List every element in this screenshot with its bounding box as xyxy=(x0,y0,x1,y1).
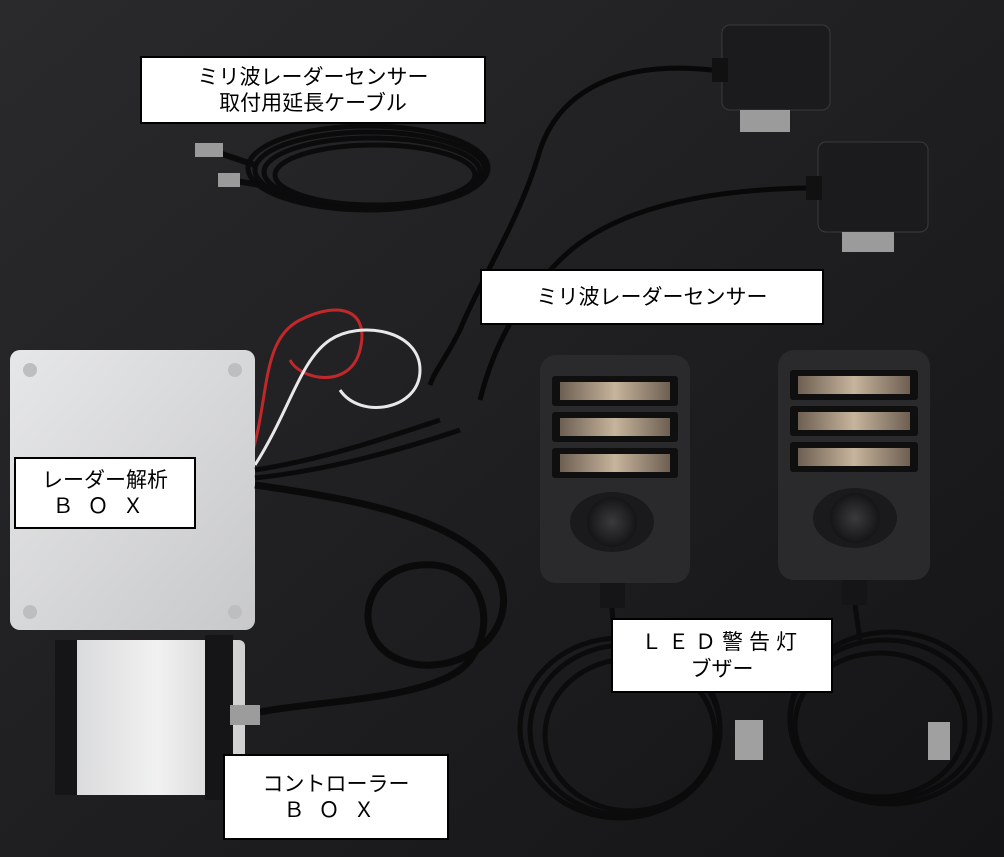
radar-sensor-top xyxy=(712,24,831,132)
connector-left xyxy=(735,720,763,760)
label-radar-sensor-line1: ミリ波レーダーセンサー xyxy=(536,284,768,309)
led-cable-coils xyxy=(517,604,993,821)
led-warning-light-right xyxy=(778,350,930,605)
label-led-buzzer-line2: ブザー xyxy=(690,656,754,681)
label-controller-box-line1: コントローラー xyxy=(262,771,410,796)
label-controller-box: コントローラー ＢＯＸ xyxy=(223,754,449,840)
controller-cable xyxy=(254,481,507,716)
label-led-buzzer: ＬＥＤ警告灯 ブザー xyxy=(611,618,833,693)
short-cables xyxy=(254,417,461,481)
label-controller-box-line2: ＢＯＸ xyxy=(283,798,389,822)
sensor-cables xyxy=(427,65,807,401)
label-analysis-box-line1: レーダー解析 xyxy=(42,467,168,492)
label-radar-sensor: ミリ波レーダーセンサー xyxy=(480,269,824,325)
controller-box xyxy=(55,635,260,800)
label-analysis-box-line2: ＢＯＸ xyxy=(52,494,158,518)
label-extension-cable-line1: ミリ波レーダーセンサー xyxy=(197,64,429,89)
radar-sensor-bottom xyxy=(806,141,929,252)
label-led-buzzer-line1: ＬＥＤ警告灯 xyxy=(641,630,803,655)
label-extension-cable: ミリ波レーダーセンサー 取付用延長ケーブル xyxy=(140,56,486,124)
led-warning-light-left xyxy=(540,355,690,608)
extension-cable-coil xyxy=(195,123,491,213)
red-white-wires xyxy=(248,308,422,466)
connector-right xyxy=(928,722,950,760)
label-analysis-box: レーダー解析 ＢＯＸ xyxy=(14,457,196,529)
label-extension-cable-line2: 取付用延長ケーブル xyxy=(219,91,407,115)
